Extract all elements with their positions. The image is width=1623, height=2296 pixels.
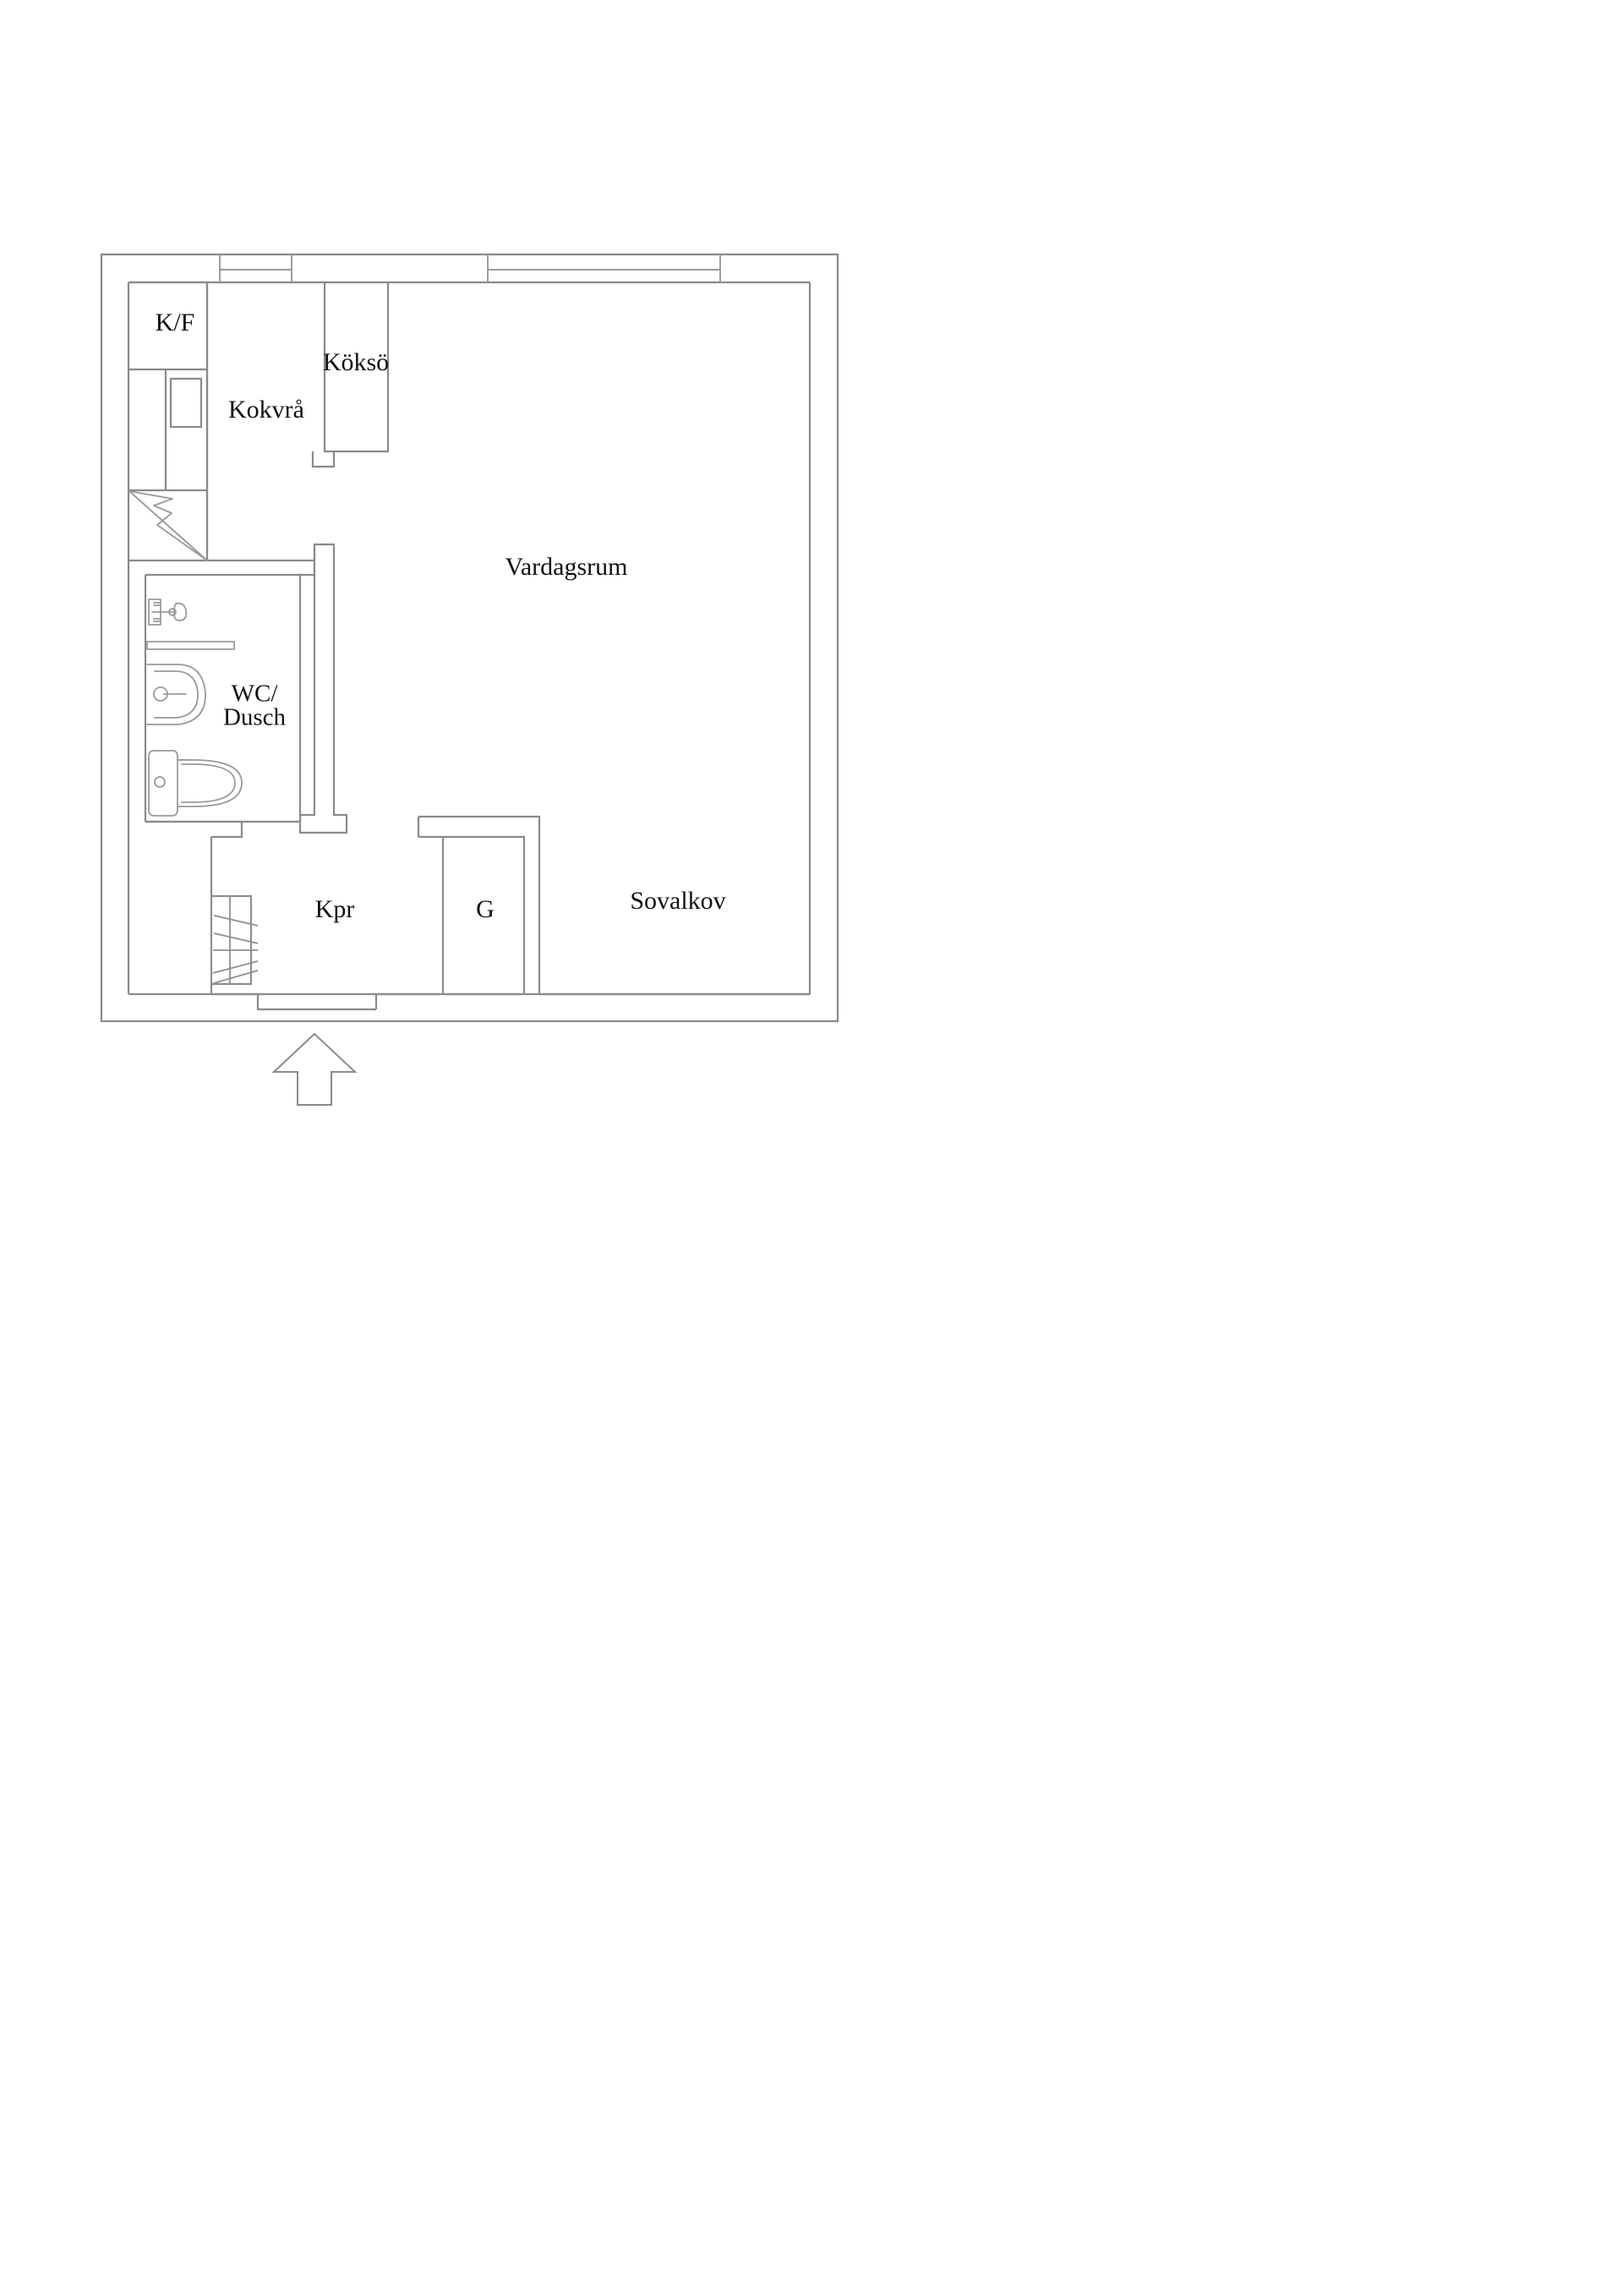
garderob-inner-walls bbox=[418, 835, 526, 994]
toilet-bowl-outer bbox=[177, 759, 243, 807]
room-label-wc-line1: WC/ bbox=[232, 681, 279, 708]
garderob-outer-walls bbox=[418, 815, 541, 994]
shower-valve-handle-bottom bbox=[153, 618, 161, 622]
entrance-direction-arrow bbox=[271, 1032, 358, 1106]
kitchen-block bbox=[128, 281, 314, 562]
shower-screen-bar bbox=[146, 641, 235, 650]
entry-threshold bbox=[374, 992, 440, 1009]
room-label-kokvra: Kokvrå bbox=[228, 396, 304, 424]
kitchen-sink bbox=[169, 377, 203, 429]
room-label-wc-line2: Dusch bbox=[223, 704, 287, 731]
wardrobe-frame bbox=[210, 895, 252, 985]
wardrobe-shelving bbox=[210, 894, 259, 986]
room-label-kokso: Köksö bbox=[323, 348, 389, 376]
window-top-left bbox=[219, 254, 292, 282]
wardrobe-hatch-4 bbox=[212, 960, 259, 974]
garderob-closet bbox=[417, 815, 541, 996]
washbasin bbox=[146, 664, 206, 725]
room-label-vardagsrum: Vardagsrum bbox=[505, 553, 628, 581]
arrow-shape bbox=[271, 1032, 358, 1106]
wardrobe-hatch-1 bbox=[213, 915, 259, 927]
wardrobe-hatch-2 bbox=[213, 932, 259, 944]
partition-wall-outline bbox=[298, 543, 348, 834]
kpr-upper-wall bbox=[145, 820, 243, 839]
washbasin-bowl bbox=[154, 670, 199, 719]
wardrobe-hatch-5 bbox=[213, 970, 259, 984]
room-label-g: G bbox=[476, 895, 495, 923]
central-partition-wall bbox=[298, 543, 348, 834]
room-label-kpr: Kpr bbox=[315, 895, 355, 923]
window-top-right bbox=[487, 254, 721, 282]
kitchen-door-swing bbox=[128, 490, 208, 561]
room-label-kf: K/F bbox=[156, 309, 195, 336]
shower-head bbox=[148, 599, 188, 626]
shower-rail bbox=[146, 641, 235, 650]
shower-rose bbox=[173, 602, 188, 621]
washbasin-outer bbox=[146, 664, 206, 725]
kpr-bottom-step bbox=[211, 992, 376, 1011]
shower-valve-plate bbox=[148, 599, 161, 626]
shower-joint bbox=[168, 608, 177, 616]
toilet-flush-button bbox=[154, 776, 166, 788]
toilet-cistern bbox=[148, 750, 178, 817]
outer-wall-outline bbox=[100, 253, 839, 1023]
kitchen-island bbox=[311, 282, 390, 468]
toilet bbox=[148, 750, 243, 817]
toilet-seat bbox=[181, 763, 236, 803]
room-label-sovalkov: Sovalkov bbox=[630, 887, 725, 915]
shower-valve-handle-top bbox=[153, 602, 161, 606]
kpr-area-walls bbox=[145, 820, 440, 1011]
island-leg bbox=[311, 451, 336, 468]
door-swing-chord bbox=[128, 490, 208, 561]
basin-tap-base bbox=[153, 686, 168, 702]
island-outline bbox=[323, 282, 390, 453]
